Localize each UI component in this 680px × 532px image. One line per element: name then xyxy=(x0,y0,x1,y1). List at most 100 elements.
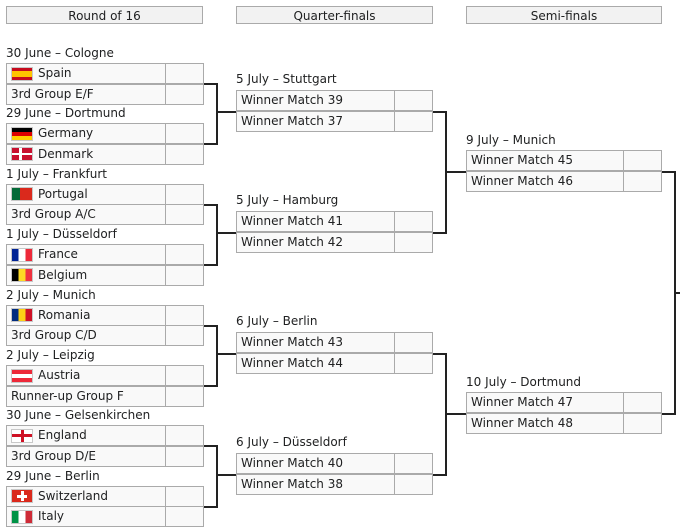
team-name-cell: Winner Match 47 xyxy=(467,393,623,412)
bracket-connector xyxy=(216,324,218,387)
team-row[interactable]: France xyxy=(6,244,204,266)
team-row[interactable]: Denmark xyxy=(6,143,204,165)
team-row[interactable]: Winner Match 44 xyxy=(236,353,433,374)
match-date: 30 June – Gelsenkirchen xyxy=(6,408,151,423)
team-name-cell: 3rd Group E/F xyxy=(7,85,165,104)
bracket-connector xyxy=(204,264,218,267)
team-name-cell: 3rd Group D/E xyxy=(7,447,165,466)
team-row[interactable]: Winner Match 38 xyxy=(236,474,433,495)
score-cell xyxy=(394,353,432,374)
score-cell xyxy=(394,332,432,353)
bracket-connector xyxy=(433,111,447,113)
team-row[interactable]: 3rd Group E/F xyxy=(6,83,204,105)
score-cell xyxy=(165,385,203,407)
england-flag-icon xyxy=(11,428,33,443)
team-row[interactable]: Spain xyxy=(6,63,204,84)
match-date: 5 July – Hamburg xyxy=(236,193,339,207)
header-semi-finals: Semi-finals xyxy=(466,6,662,24)
team-label: Portugal xyxy=(38,186,88,201)
team-name-cell: France xyxy=(7,245,165,264)
bracket-connector xyxy=(216,445,218,508)
score-cell xyxy=(623,150,661,171)
team-name-cell: Portugal xyxy=(7,185,165,204)
team-name-cell: Italy xyxy=(7,507,165,526)
team-label: Winner Match 38 xyxy=(241,477,343,491)
score-cell xyxy=(623,392,661,413)
team-label: Winner Match 45 xyxy=(471,153,573,167)
team-label: Winner Match 46 xyxy=(471,174,573,188)
team-label: Denmark xyxy=(38,146,94,161)
team-name-cell: Switzerland xyxy=(7,487,165,506)
bracket-connector xyxy=(433,353,447,355)
bracket-connector xyxy=(216,353,236,355)
match-date: 30 June – Cologne xyxy=(6,46,114,60)
team-row[interactable]: 3rd Group D/E xyxy=(6,445,204,467)
team-label: 3rd Group C/D xyxy=(11,328,97,343)
team-name-cell: Winner Match 42 xyxy=(237,233,394,252)
team-name-cell: Winner Match 39 xyxy=(237,91,394,110)
team-row[interactable]: Winner Match 47 xyxy=(466,392,662,413)
austria-flag-icon xyxy=(11,368,33,383)
team-row[interactable]: Switzerland xyxy=(6,485,204,507)
team-row[interactable]: Romania xyxy=(6,304,204,326)
team-name-cell: Winner Match 40 xyxy=(237,454,394,473)
team-row[interactable]: Winner Match 42 xyxy=(236,232,433,253)
score-cell xyxy=(165,204,203,226)
score-cell xyxy=(165,304,203,326)
team-label: Winner Match 41 xyxy=(241,214,343,228)
team-row[interactable]: 3rd Group C/D xyxy=(6,325,204,347)
team-row[interactable]: Winner Match 48 xyxy=(466,413,662,434)
team-row[interactable]: Winner Match 46 xyxy=(466,171,662,192)
team-label: Switzerland xyxy=(38,488,108,503)
team-label: 3rd Group E/F xyxy=(11,86,94,101)
team-row[interactable]: Winner Match 37 xyxy=(236,111,433,132)
team-name-cell: Winner Match 38 xyxy=(237,475,394,494)
team-name-cell: Winner Match 37 xyxy=(237,112,394,131)
team-name-cell: Winner Match 48 xyxy=(467,414,623,433)
team-row[interactable]: Winner Match 40 xyxy=(236,453,433,474)
team-row[interactable]: 3rd Group A/C xyxy=(6,204,204,226)
team-row[interactable]: Portugal xyxy=(6,183,204,205)
header-round-of-16: Round of 16 xyxy=(6,6,203,24)
bracket-connector xyxy=(216,111,236,113)
team-row[interactable]: England xyxy=(6,425,204,447)
score-cell xyxy=(165,143,203,165)
match-date: 29 June – Berlin xyxy=(6,468,100,483)
bracket-connector xyxy=(445,413,466,415)
bracket-connector xyxy=(216,203,218,267)
team-label: Winner Match 48 xyxy=(471,416,573,430)
team-name-cell: Winner Match 46 xyxy=(467,172,623,191)
bracket-connector xyxy=(433,232,447,234)
team-row[interactable]: Runner-up Group F xyxy=(6,385,204,407)
bracket-connector xyxy=(216,83,218,146)
team-row[interactable]: Winner Match 43 xyxy=(236,332,433,353)
team-label: Winner Match 43 xyxy=(241,335,343,349)
score-cell xyxy=(394,90,432,111)
bracket-connector xyxy=(216,474,236,476)
switzerland-flag-icon xyxy=(11,489,33,504)
team-row[interactable]: Winner Match 41 xyxy=(236,211,433,232)
team-name-cell: Denmark xyxy=(7,145,165,164)
team-row[interactable]: Winner Match 39 xyxy=(236,90,433,111)
team-row[interactable]: Winner Match 45 xyxy=(466,150,662,171)
score-cell xyxy=(165,425,203,447)
team-row[interactable]: Germany xyxy=(6,123,204,145)
team-label: Italy xyxy=(38,509,65,524)
match-date: 1 July – Düsseldorf xyxy=(6,227,117,242)
match-date: 5 July – Stuttgart xyxy=(236,72,337,86)
team-label: Romania xyxy=(38,307,91,322)
bracket-connector xyxy=(662,171,676,173)
france-flag-icon xyxy=(11,247,33,262)
team-row[interactable]: Belgium xyxy=(6,264,204,286)
team-name-cell: Winner Match 41 xyxy=(237,212,394,231)
score-cell xyxy=(165,264,203,286)
team-row[interactable]: Italy xyxy=(6,506,204,528)
team-name-cell: Germany xyxy=(7,124,165,143)
match-date: 6 July – Düsseldorf xyxy=(236,435,347,449)
match-date: 29 June – Dortmund xyxy=(6,106,126,121)
team-row[interactable]: Austria xyxy=(6,365,204,386)
team-name-cell: 3rd Group C/D xyxy=(7,326,165,345)
team-label: England xyxy=(38,428,87,443)
match-date: 2 July – Munich xyxy=(6,287,96,302)
team-label: Germany xyxy=(38,126,94,141)
